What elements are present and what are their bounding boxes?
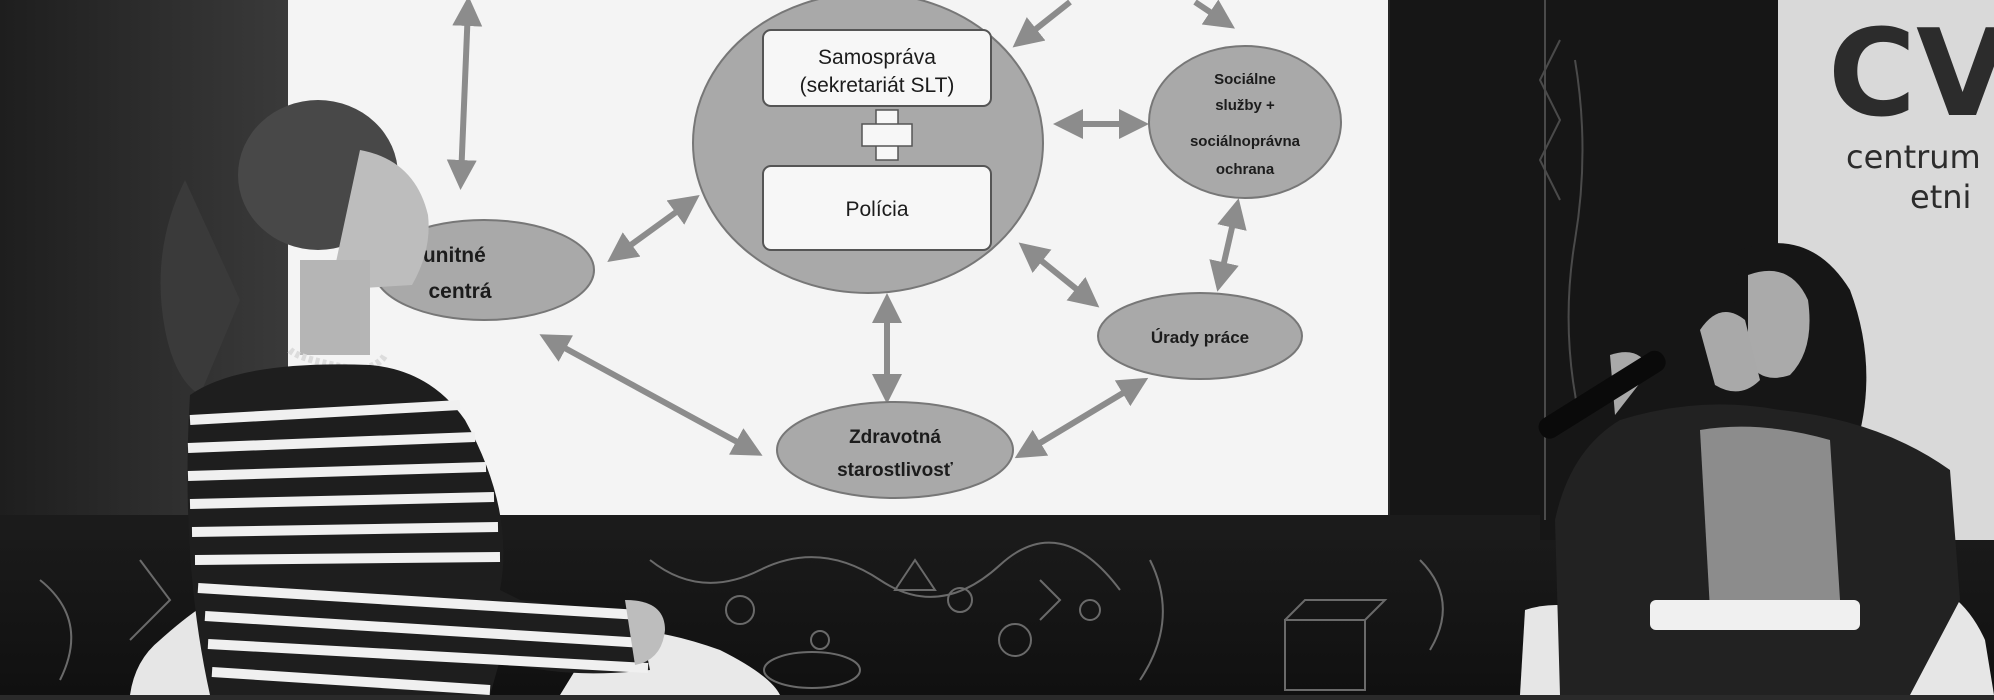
- microphone: [1538, 350, 1666, 439]
- health-node: [776, 401, 1014, 499]
- health-line1: Zdravotná: [849, 427, 941, 448]
- left-woman-hand: [625, 600, 665, 665]
- social-line1: Sociálne: [1214, 71, 1276, 88]
- right-woman-face: [1748, 270, 1810, 378]
- labour-office-label: Úrady práce: [1151, 328, 1249, 347]
- banner-line2: etni: [1910, 178, 1971, 216]
- arrow-center-community: [607, 194, 700, 263]
- arrow-top-center: [1012, 0, 1072, 48]
- diagram-arrows: [446, 0, 1247, 459]
- samosprava-line2: (sekretariát SLT): [800, 74, 955, 97]
- social-node: [1148, 45, 1342, 199]
- arrow-center-labour: [1018, 242, 1100, 308]
- community-line2: centrá: [428, 280, 491, 303]
- right-woman: [1538, 243, 1960, 695]
- plus-icon: [861, 109, 913, 161]
- policia-label: Polícia: [845, 198, 908, 221]
- labour-office-node: [1097, 292, 1303, 380]
- health-line2: starostlivosť: [837, 460, 954, 481]
- right-woman-top: [1700, 426, 1840, 610]
- arrow-top-left: [446, 0, 483, 190]
- social-line2: služby +: [1215, 97, 1275, 114]
- papers: [1650, 600, 1860, 630]
- left-woman: [160, 100, 665, 695]
- policia-box: [762, 165, 992, 251]
- banner-line1: centrum: [1846, 138, 1981, 176]
- left-woman-neck: [300, 260, 370, 355]
- social-line4: ochrana: [1216, 161, 1275, 178]
- arrow-labour-health: [1014, 377, 1149, 459]
- ponytail: [160, 180, 240, 395]
- banner-logo: CV: [1828, 5, 1994, 144]
- stage-mural: [39, 541, 1444, 691]
- arrow-community-health: [539, 334, 763, 456]
- arrow-social-labour: [1209, 198, 1247, 292]
- right-woman-raised-hand: [1700, 312, 1760, 392]
- left-woman-face: [330, 150, 429, 290]
- arrow-top-right: [1193, 0, 1235, 29]
- samosprava-line1: Samospráva: [818, 46, 936, 69]
- samosprava-box: [762, 29, 992, 107]
- sweater-stripes: [187, 400, 649, 695]
- social-line3: sociálnoprávna: [1190, 133, 1301, 150]
